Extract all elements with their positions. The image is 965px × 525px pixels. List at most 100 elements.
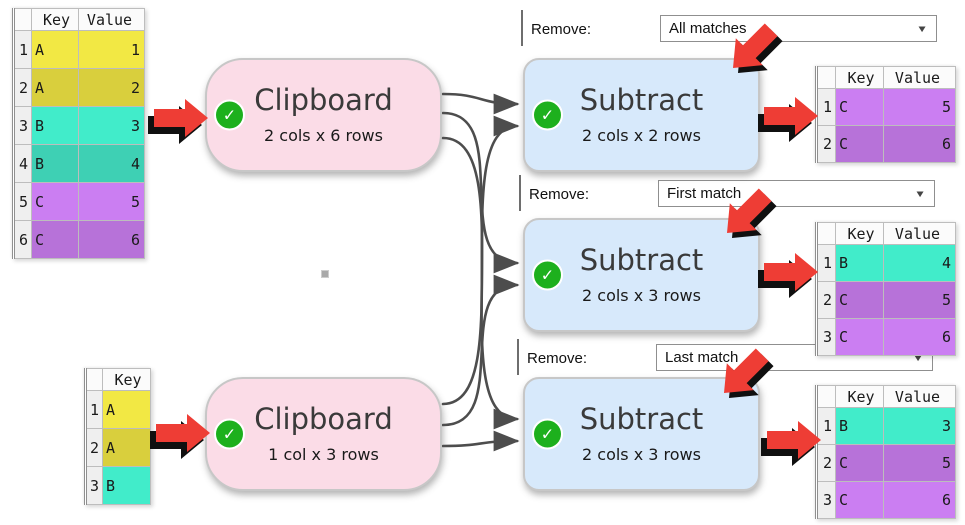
status-ok-icon: ✓ — [532, 259, 563, 291]
row-number: 2 — [87, 429, 103, 467]
row-number: 4 — [15, 145, 32, 183]
key-cell: C — [32, 221, 79, 259]
table-row: 6 C 6 — [15, 221, 145, 259]
check-glyph: ✓ — [540, 105, 555, 125]
key-cell: C — [836, 282, 884, 319]
output-table-3: Key Value 1 B 3 2 C 5 3 C 6 — [815, 385, 956, 519]
table-row: 4 B 4 — [15, 145, 145, 183]
key-cell: A — [103, 391, 151, 429]
row-number: 3 — [818, 319, 836, 356]
status-ok-icon: ✓ — [214, 418, 245, 450]
table-row: 1 B 3 — [818, 408, 956, 445]
node-size-label: 1 col x 3 rows — [268, 445, 379, 464]
input-table-2: Key 1 A 2 A 3 B — [84, 368, 151, 505]
red-arrow-icon — [761, 421, 821, 466]
remove-mode-value-2: First match — [667, 185, 742, 202]
value-cell: 5 — [884, 89, 956, 126]
table-row: 1 A — [87, 391, 151, 429]
column-header-value: Value — [884, 66, 956, 89]
table-header-row: Key Value — [818, 222, 956, 245]
value-cell: 6 — [79, 221, 145, 259]
value-cell: 1 — [79, 31, 145, 69]
dropdown-arrow-icon[interactable]: ▼ — [916, 22, 928, 35]
row-number: 3 — [15, 107, 32, 145]
connector-c2-s3 — [441, 430, 520, 452]
table-header-row: Key Value — [15, 8, 145, 31]
key-cell: C — [836, 89, 884, 126]
check-glyph: ✓ — [222, 105, 237, 125]
key-cell: A — [32, 31, 79, 69]
dropdown-arrow-icon[interactable]: ▼ — [914, 187, 926, 200]
row-number: 2 — [818, 282, 836, 319]
table-row: 5 C 5 — [15, 183, 145, 221]
value-cell: 5 — [79, 183, 145, 221]
row-number: 1 — [15, 31, 32, 69]
node-size-label: 2 cols x 3 rows — [582, 286, 701, 305]
key-cell: B — [836, 245, 884, 282]
table-row: 2 C 6 — [818, 126, 956, 163]
column-header-value: Value — [884, 222, 956, 245]
key-cell: C — [836, 445, 884, 482]
panel-separator — [517, 339, 519, 375]
key-cell: B — [103, 467, 151, 505]
row-number: 5 — [15, 183, 32, 221]
value-cell: 4 — [884, 245, 956, 282]
remove-label-1: Remove: — [531, 21, 592, 38]
table-header-row: Key Value — [818, 385, 956, 408]
corner-cell — [818, 385, 836, 408]
red-arrow-icon — [148, 99, 208, 144]
row-number: 2 — [818, 445, 836, 482]
input-table-1: Key Value 1 A 1 2 A 2 3 B 3 4 B 4 5 C 5 — [12, 8, 145, 259]
table-row: 3 C 6 — [818, 482, 956, 519]
value-cell: 2 — [79, 69, 145, 107]
connector-c1-s1 — [441, 92, 520, 115]
column-header-value: Value — [884, 385, 956, 408]
key-cell: B — [32, 107, 79, 145]
column-header-value: Value — [79, 8, 145, 31]
table-row: 2 A 2 — [15, 69, 145, 107]
column-header-key: Key — [103, 368, 151, 391]
remove-mode-value-3: Last match — [665, 349, 739, 366]
node-title: Clipboard — [254, 83, 393, 117]
red-arrow-icon — [758, 97, 818, 142]
value-cell: 3 — [79, 107, 145, 145]
remove-mode-select-3[interactable]: Last match ▼ — [656, 344, 933, 371]
value-cell: 4 — [79, 145, 145, 183]
corner-cell — [15, 8, 32, 31]
value-cell: 6 — [884, 319, 956, 356]
remove-mode-select-1[interactable]: All matches ▼ — [660, 15, 937, 42]
output-table-2: Key Value 1 B 4 2 C 5 3 C 6 — [815, 222, 956, 356]
key-cell: A — [32, 69, 79, 107]
dropdown-arrow-icon[interactable]: ▼ — [912, 351, 924, 364]
value-cell: 5 — [884, 445, 956, 482]
node-clipboard-1[interactable]: Clipboard 2 cols x 6 rows ✓ — [205, 58, 442, 172]
corner-cell — [87, 368, 103, 391]
status-ok-icon: ✓ — [532, 99, 563, 131]
table-row: 3 B — [87, 467, 151, 505]
table-row: 1 B 4 — [818, 245, 956, 282]
node-subtract-2[interactable]: Subtract 2 cols x 3 rows ✓ — [523, 218, 760, 332]
key-cell: C — [836, 482, 884, 519]
table-header-row: Key — [87, 368, 151, 391]
row-number: 1 — [87, 391, 103, 429]
node-title: Subtract — [579, 83, 704, 117]
table-row: 3 C 6 — [818, 319, 956, 356]
panel-separator — [521, 10, 523, 46]
output-table-1: Key Value 1 C 5 2 C 6 — [815, 66, 956, 163]
key-cell: B — [836, 408, 884, 445]
table-row: 1 C 5 — [818, 89, 956, 126]
node-title: Subtract — [579, 243, 704, 277]
node-subtract-1[interactable]: Subtract 2 cols x 2 rows ✓ — [523, 58, 760, 172]
check-glyph: ✓ — [540, 265, 555, 285]
key-cell: A — [103, 429, 151, 467]
node-clipboard-2[interactable]: Clipboard 1 col x 3 rows ✓ — [205, 377, 442, 491]
remove-mode-select-2[interactable]: First match ▼ — [658, 180, 935, 207]
table-row: 1 A 1 — [15, 31, 145, 69]
row-number: 1 — [818, 408, 836, 445]
table-row: 3 B 3 — [15, 107, 145, 145]
node-subtract-3[interactable]: Subtract 2 cols x 3 rows ✓ — [523, 377, 760, 491]
row-number: 1 — [818, 89, 836, 126]
row-number: 3 — [818, 482, 836, 519]
row-number: 6 — [15, 221, 32, 259]
